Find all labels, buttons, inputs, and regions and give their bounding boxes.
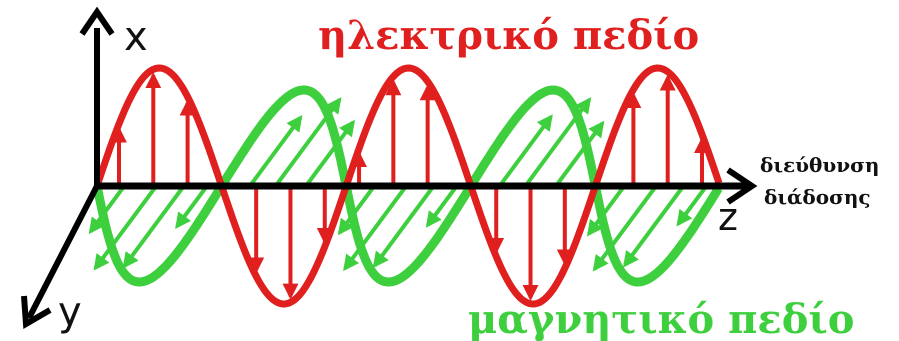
magnetic-field-vector bbox=[304, 119, 356, 188]
electric-field-title: ηλεκτρικό πεδίο bbox=[318, 12, 699, 59]
axis-z-label: z bbox=[718, 195, 738, 239]
magnetic-field-vector bbox=[372, 184, 436, 269]
magnetic-field-vector bbox=[273, 97, 342, 188]
axis-y-label: y bbox=[58, 289, 82, 335]
propagation-label-line1: διεύθυνση bbox=[760, 153, 879, 177]
magnetic-field-vector bbox=[523, 97, 592, 188]
magnetic-field-vector bbox=[554, 120, 605, 188]
magnetic-field-vector bbox=[586, 184, 626, 237]
magnetic-field-vector bbox=[175, 184, 209, 229]
magnetic-field-wave bbox=[88, 85, 723, 287]
magnetic-field-vector bbox=[248, 115, 303, 188]
magnetic-field-title: μαγνητικό πεδίο bbox=[468, 296, 854, 341]
electric-field-curve bbox=[93, 64, 723, 308]
y-axis bbox=[26, 184, 100, 320]
magnetic-field-vector bbox=[122, 184, 186, 269]
x-axis-arrowhead bbox=[79, 6, 115, 36]
magnetic-field-vector bbox=[343, 184, 408, 272]
z-axis-arrowhead bbox=[726, 167, 758, 205]
magnetic-field-vector bbox=[337, 184, 376, 236]
axis-x-label: x bbox=[124, 14, 148, 60]
magnetic-field-vector bbox=[622, 184, 685, 268]
magnetic-field-vector bbox=[425, 184, 459, 228]
propagation-label-line2: διάδοσης bbox=[764, 185, 871, 209]
axes bbox=[21, 6, 758, 330]
magnetic-field-vector bbox=[88, 184, 126, 235]
magnetic-field-vector bbox=[592, 184, 658, 272]
magnetic-field-vector bbox=[93, 184, 158, 271]
magnetic-field-curve bbox=[92, 85, 723, 287]
y-axis-arrowhead bbox=[21, 295, 52, 330]
magnetic-field-vector bbox=[676, 184, 708, 227]
magnetic-field-vector bbox=[498, 114, 553, 188]
electric-field-wave bbox=[93, 64, 723, 308]
